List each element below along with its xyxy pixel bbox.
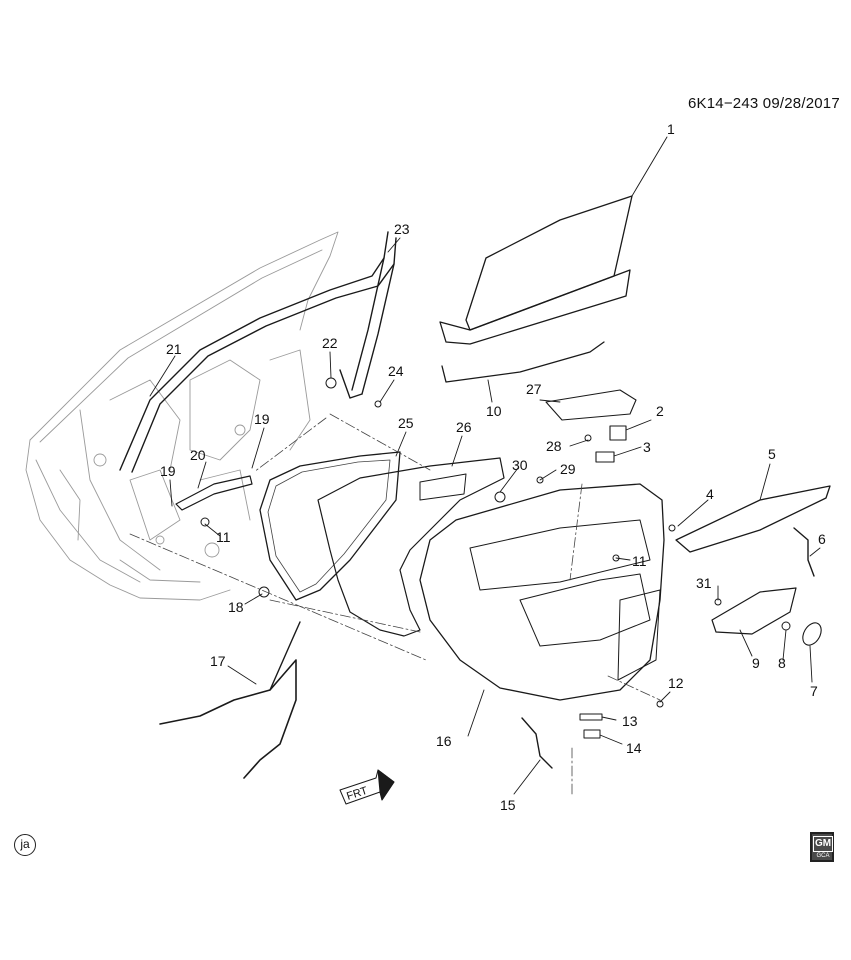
callout: 3 <box>643 439 651 455</box>
callout: 27 <box>526 381 542 397</box>
callout: 21 <box>166 341 182 357</box>
part-25-seal <box>259 451 401 601</box>
part-5-armrest <box>675 485 831 553</box>
callout: 14 <box>626 740 642 756</box>
part-16-trim-panel <box>419 483 665 701</box>
gm-logo-sub: GCA <box>816 853 830 859</box>
callout: 26 <box>456 419 472 435</box>
callout: 15 <box>500 797 516 813</box>
view-badge: ja <box>14 834 36 856</box>
callout: 20 <box>190 447 206 463</box>
callout: 31 <box>696 575 712 591</box>
callout: 17 <box>210 653 226 669</box>
callout: 12 <box>668 675 684 691</box>
part-3-switch <box>595 451 615 463</box>
part-2-switch <box>609 425 627 441</box>
door-shell <box>25 231 339 601</box>
callout: 24 <box>388 363 404 379</box>
callout: 11 <box>632 553 647 569</box>
alignment-lines <box>129 413 661 797</box>
fasteners <box>200 377 791 739</box>
gm-logo-mark: GM <box>813 836 833 852</box>
part-17-harness <box>159 659 297 779</box>
leader-lines <box>149 136 821 795</box>
part-23-window-channel <box>119 231 397 473</box>
callout: 28 <box>546 438 562 454</box>
part-1-window-shade <box>439 195 633 345</box>
part-7-lens <box>802 622 822 646</box>
callout: 2 <box>656 403 664 419</box>
gm-logo: GM GCA <box>810 832 834 862</box>
part-27-bezel <box>545 389 637 421</box>
callout: 18 <box>228 599 244 615</box>
callout: 4 <box>706 486 714 502</box>
part-9-pull-cup <box>711 587 797 635</box>
front-arrow <box>339 769 395 805</box>
callout: 30 <box>512 457 528 473</box>
part-20-handle <box>175 475 253 511</box>
diagram-code-date: 6K14−243 09/28/2017 <box>688 95 840 112</box>
callout: 1 <box>667 121 675 137</box>
callout-numbers: 1 2 3 4 5 6 7 8 9 10 11 11 12 13 14 15 1… <box>160 121 826 813</box>
callout: 6 <box>818 531 826 547</box>
part-15-harness <box>521 717 553 769</box>
callout: 9 <box>752 655 760 671</box>
callout: 16 <box>436 733 452 749</box>
callout: 19 <box>160 463 176 479</box>
callout: 10 <box>486 403 502 419</box>
callout: 29 <box>560 461 576 477</box>
part-6-harness <box>793 527 815 577</box>
callout: 22 <box>322 335 338 351</box>
callout: 11 <box>216 529 231 545</box>
callout: 19 <box>254 411 270 427</box>
callout: 8 <box>778 655 786 671</box>
callout: 7 <box>810 683 818 699</box>
callout: 23 <box>394 221 410 237</box>
callout: 5 <box>768 446 776 462</box>
callout: 13 <box>622 713 638 729</box>
part-26-deflector <box>317 457 505 637</box>
callout: 25 <box>398 415 414 431</box>
part-10-cable <box>441 341 605 383</box>
